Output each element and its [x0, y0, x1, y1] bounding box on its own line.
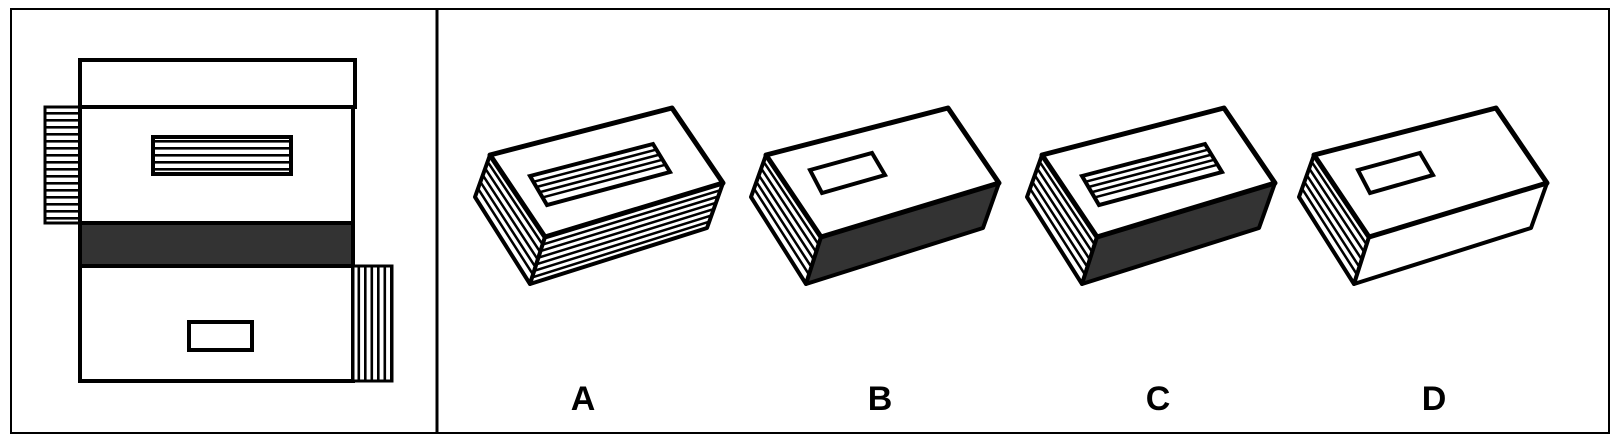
side-stripe: [757, 174, 815, 261]
side-stripe: [1310, 161, 1368, 246]
net-flap-top: [78, 58, 357, 109]
side-stripe: [752, 187, 811, 276]
top-striped-label: [1078, 141, 1226, 208]
net-striped-label: [151, 135, 293, 176]
side-stripe: [1033, 174, 1091, 261]
side-stripe: [1303, 181, 1361, 268]
side-stripe: [760, 167, 818, 253]
net-face-dark: [78, 221, 355, 268]
side-stripe: [762, 161, 820, 246]
top-stripe: [539, 158, 663, 194]
net-side-left-striped: [43, 105, 82, 225]
front-stripe: [533, 214, 712, 273]
option-label: A: [571, 380, 596, 418]
option-b[interactable]: B: [749, 105, 1002, 418]
option-d[interactable]: D: [1297, 105, 1550, 418]
top-small-rectangle: [1355, 150, 1437, 196]
front-stripe: [531, 220, 710, 279]
side-stripe: [1036, 167, 1094, 253]
front-stripe: [535, 207, 715, 266]
front-stripe: [542, 189, 721, 246]
outer-frame: [10, 8, 1610, 434]
side-stripe: [1028, 187, 1087, 276]
side-stripe: [484, 167, 542, 253]
top-stripe: [536, 153, 660, 189]
front-stripe: [540, 195, 719, 253]
side-stripe: [476, 187, 535, 276]
side-stripe: [1308, 167, 1366, 253]
side-stripe: [486, 161, 544, 246]
side-stripe: [1031, 181, 1089, 268]
answer-options: A B C D: [473, 105, 1550, 418]
side-stripe: [755, 181, 813, 268]
front-stripe: [538, 201, 717, 259]
top-stripe: [533, 148, 657, 184]
top-small-rectangle: [807, 150, 889, 196]
top-stripe: [1088, 153, 1212, 189]
top-stripe: [1091, 158, 1215, 194]
side-stripe: [1305, 174, 1363, 261]
top-stripe: [1094, 163, 1218, 199]
side-stripe: [1038, 161, 1096, 246]
option-a[interactable]: A: [473, 105, 726, 418]
side-stripe: [479, 181, 537, 268]
side-stripe: [481, 174, 539, 261]
option-label: D: [1422, 380, 1447, 418]
option-label: C: [1146, 380, 1171, 418]
top-stripe: [1085, 148, 1209, 184]
side-stripe: [1300, 187, 1359, 276]
net-small-rectangle: [187, 320, 254, 352]
net-side-right-striped: [351, 264, 394, 383]
top-stripe: [542, 163, 666, 199]
option-label: B: [868, 380, 893, 418]
top-striped-label: [526, 141, 674, 208]
cube-net: [43, 58, 394, 383]
option-c[interactable]: C: [1025, 105, 1278, 418]
